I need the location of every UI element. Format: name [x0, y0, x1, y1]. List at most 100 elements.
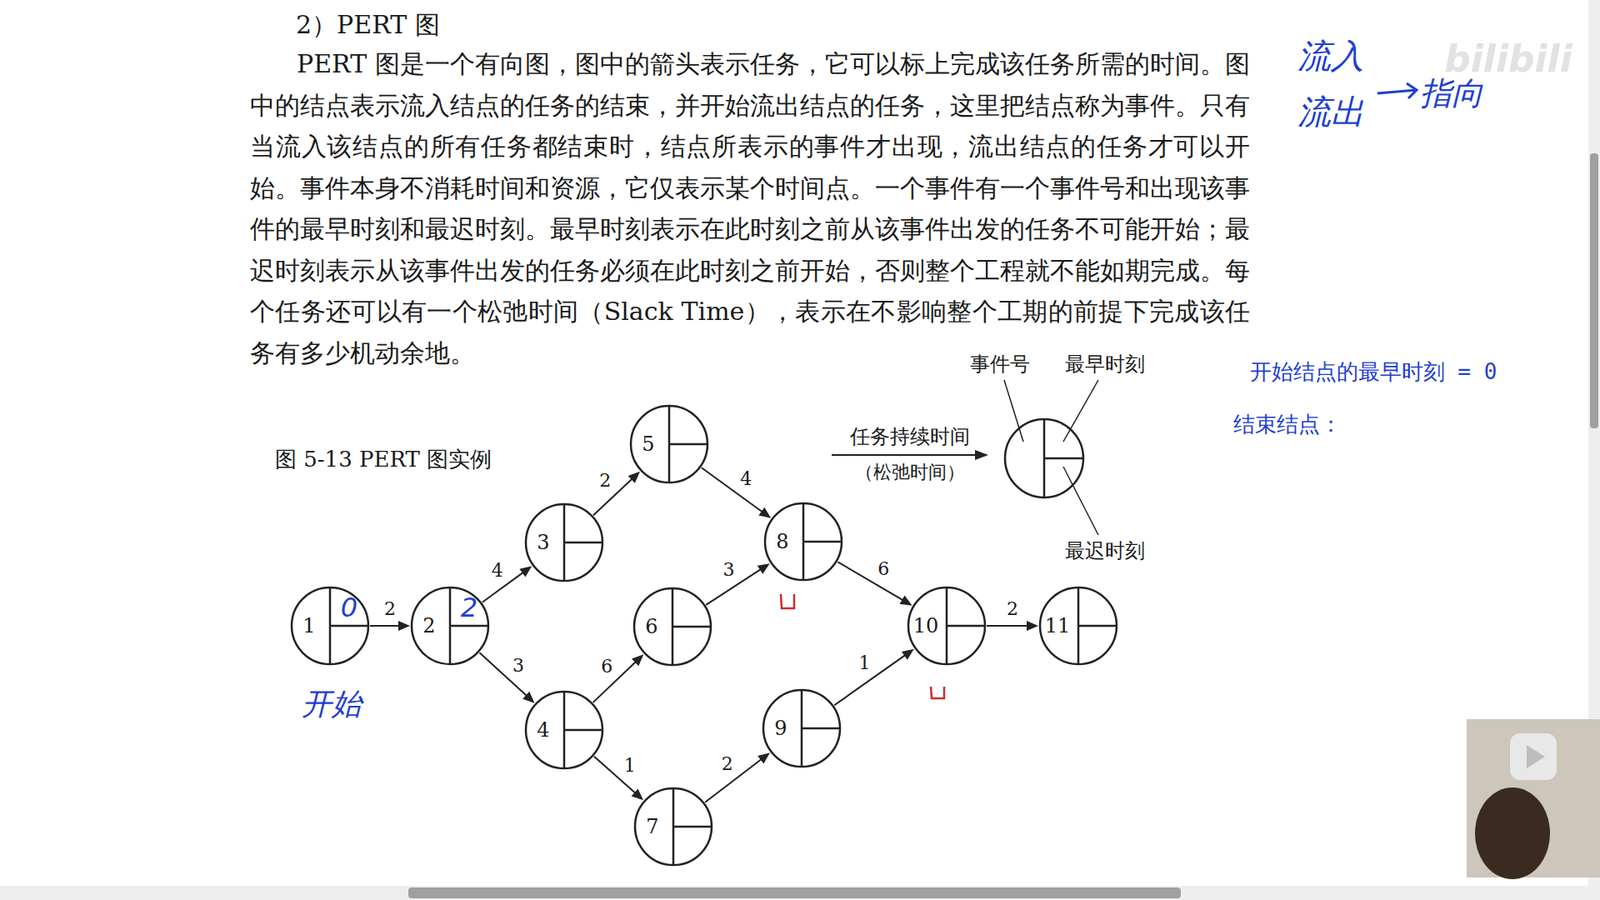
event-number: 6 — [632, 615, 671, 639]
legend-label: 事件号 — [970, 350, 1030, 378]
arrowhead — [631, 788, 644, 800]
event-number: 1 — [290, 614, 329, 638]
scrollbar-thumb — [1590, 153, 1599, 429]
task-line — [837, 561, 904, 600]
note: 结束结点： — [1233, 410, 1342, 440]
arrowhead — [757, 752, 770, 764]
circle-divider — [330, 625, 369, 628]
event-circle — [629, 404, 710, 485]
task-arrow — [593, 471, 640, 515]
task-line — [986, 625, 1029, 627]
scrollbar-thumb — [408, 887, 1181, 899]
arrowhead — [628, 471, 640, 484]
play-button — [1510, 733, 1557, 780]
task-arrow — [705, 563, 770, 605]
event-node: 11 — [1038, 585, 1119, 666]
task-arrow — [594, 756, 644, 800]
duration-label: 2 — [382, 599, 398, 620]
task-line — [701, 467, 764, 513]
duration-label: 3 — [510, 655, 526, 676]
legend-circle — [1005, 419, 1084, 498]
task-arrow — [705, 752, 770, 803]
leader-line — [1004, 380, 1024, 442]
duration-label: 6 — [875, 559, 891, 580]
task-arrow — [370, 620, 410, 631]
arrowhead — [519, 565, 532, 577]
duration-label: 6 — [599, 656, 615, 677]
earliest-time: 2 — [451, 590, 487, 625]
duration-label: 2 — [720, 754, 735, 775]
hand-mark — [780, 594, 795, 609]
event-number: 9 — [761, 716, 800, 740]
task-arrow — [593, 654, 645, 703]
arrowhead — [1026, 620, 1039, 631]
circle-divider — [564, 729, 603, 732]
event-circle — [410, 585, 490, 666]
earliest-time: 0 — [331, 590, 367, 625]
event-number: 4 — [524, 718, 563, 742]
legend-arrow — [831, 454, 977, 456]
event-node: 4 — [524, 690, 605, 770]
duration-label: 3 — [721, 560, 737, 580]
body-paragraph: PERT 图是一个有向图，图中的箭头表示任务，它可以标上完成该任务所需的时间。图… — [250, 43, 1250, 374]
legend-label: 最迟时刻 — [1065, 537, 1145, 565]
circle-divider — [450, 625, 489, 628]
task-arrow — [701, 467, 771, 519]
duration-label: 2 — [597, 470, 613, 491]
event-number: 2 — [410, 614, 449, 638]
duration-label: 1 — [856, 653, 872, 674]
circle-divider — [803, 540, 842, 544]
arrowhead — [901, 649, 915, 660]
event-node: 5 — [629, 404, 710, 485]
circle-divider — [801, 727, 840, 730]
event-circle — [761, 688, 842, 769]
task-line — [479, 652, 527, 696]
legend-divider — [1044, 457, 1084, 460]
leader-line — [1063, 466, 1099, 535]
event-circle — [763, 501, 844, 582]
circle-divider — [1078, 625, 1117, 628]
event-node: 8 — [763, 501, 844, 582]
task-line — [370, 625, 400, 627]
arrowhead — [757, 563, 770, 575]
duration-label: 2 — [1005, 599, 1020, 620]
arrowhead — [522, 691, 535, 704]
event-circle — [290, 585, 370, 666]
scrollbar-track — [0, 885, 1600, 900]
event-circle — [524, 502, 605, 583]
watermark: bilibili — [1444, 37, 1572, 80]
event-circle — [524, 690, 605, 770]
event-node: 9 — [761, 688, 842, 769]
figure-caption: 图 5-13 PERT 图实例 — [275, 445, 492, 475]
section-title: 2）PERT 图 — [295, 8, 440, 43]
task-arrow — [834, 649, 915, 706]
arrowhead — [758, 507, 771, 519]
duration-label: 1 — [622, 755, 638, 776]
event-node: 10 — [290, 585, 370, 666]
duration-label: 4 — [738, 469, 754, 490]
task-arrow — [479, 652, 535, 703]
event-node: 10 — [906, 585, 987, 666]
hand-mark — [930, 686, 945, 699]
arrowhead — [899, 595, 912, 605]
circle-divider — [946, 625, 985, 628]
event-circle — [632, 586, 713, 667]
leader-line — [1063, 380, 1099, 442]
arrowhead — [631, 654, 644, 666]
hand-note: 流入 — [1297, 33, 1365, 80]
duration-label: 4 — [490, 560, 505, 581]
arrowhead — [398, 620, 410, 631]
task-arrow — [986, 620, 1039, 631]
arrowhead — [975, 450, 989, 460]
event-node: 6 — [632, 586, 713, 667]
event-number: 5 — [629, 432, 668, 456]
event-node: 22 — [410, 585, 490, 666]
event-number: 3 — [524, 530, 563, 555]
play-icon — [1526, 745, 1545, 769]
note: 开始结点的最早时刻 = 0 — [1250, 357, 1498, 387]
circle-divider — [564, 541, 603, 545]
event-node: 3 — [524, 502, 605, 583]
event-number: 10 — [906, 614, 945, 638]
task-arrow — [837, 561, 912, 605]
hand-note: 开始 — [301, 684, 362, 725]
